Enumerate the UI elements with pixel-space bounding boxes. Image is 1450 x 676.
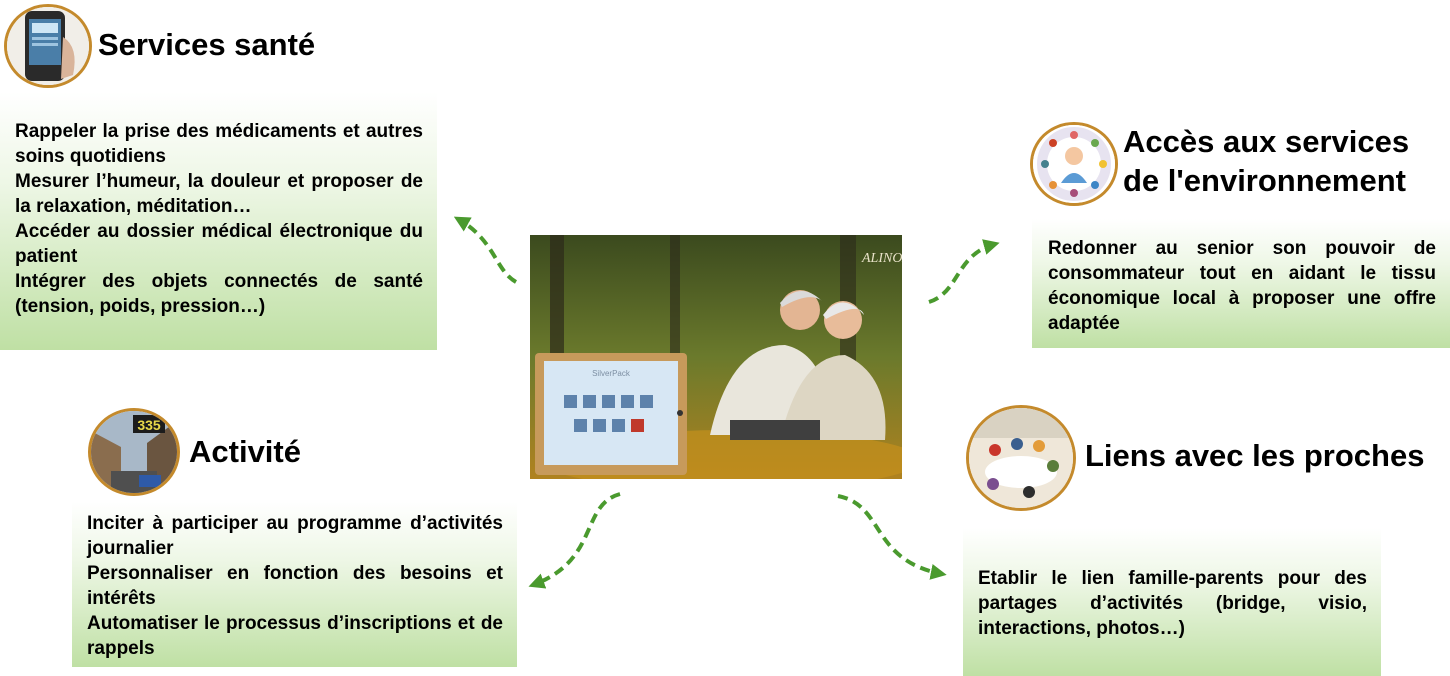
health-item: Mesurer l’humeur, la douleur et proposer… — [15, 171, 423, 217]
family-item: Etablir le lien famille-parents pour des… — [978, 568, 1367, 639]
arrow-to-family — [837, 494, 947, 580]
activity-item: Personnaliser en fonction des besoins et… — [87, 563, 503, 609]
environment-image — [1030, 122, 1118, 206]
brand-logo-text: ALINOA — [861, 251, 902, 266]
activity-panel: Inciter à participer au programme d’acti… — [72, 502, 517, 667]
activity-item: Inciter à participer au programme d’acti… — [87, 513, 503, 559]
activity-title: Activité — [189, 434, 301, 469]
environment-item: Redonner au senior son pouvoir de consom… — [1048, 238, 1436, 334]
health-phone-image — [4, 4, 92, 88]
arrow-to-environment — [928, 239, 1000, 304]
family-group-icon — [969, 408, 1073, 508]
health-item: Intégrer des objets connectés de santé (… — [15, 271, 423, 317]
tablet-device: SilverPack — [535, 353, 687, 475]
activity-item: Automatiser le processus d’inscriptions … — [87, 613, 503, 659]
phone-icon — [7, 7, 89, 85]
family-meeting-image — [966, 405, 1076, 511]
health-panel: Rappeler la prise des médicaments et aut… — [0, 92, 437, 350]
family-title: Liens avec les proches — [1085, 438, 1425, 473]
health-item: Accéder au dossier médical électronique … — [15, 221, 423, 267]
street-clock-icon: 335 — [91, 411, 177, 493]
activity-street-image: 335 — [88, 408, 180, 496]
health-title: Services santé — [98, 27, 316, 62]
environment-title-line2: de l'environnement — [1123, 163, 1406, 198]
health-item: Rappeler la prise des médicaments et aut… — [15, 121, 423, 167]
environment-title-line1: Accès aux services — [1123, 124, 1410, 159]
family-panel: Etablir le lien famille-parents pour des… — [963, 528, 1381, 676]
environment-title: Accès aux services de l'environnement — [1123, 122, 1409, 200]
tablet-app-title: SilverPack — [592, 369, 631, 378]
seniors-tablet-photo: SilverPack ALINOA — [530, 235, 920, 490]
environment-panel: Redonner au senior son pouvoir de consom… — [1032, 219, 1450, 348]
street-clock-display: 335 — [137, 417, 161, 433]
arrow-to-activity — [528, 492, 621, 589]
services-wheel-icon — [1033, 125, 1115, 203]
arrow-to-health — [453, 216, 518, 284]
